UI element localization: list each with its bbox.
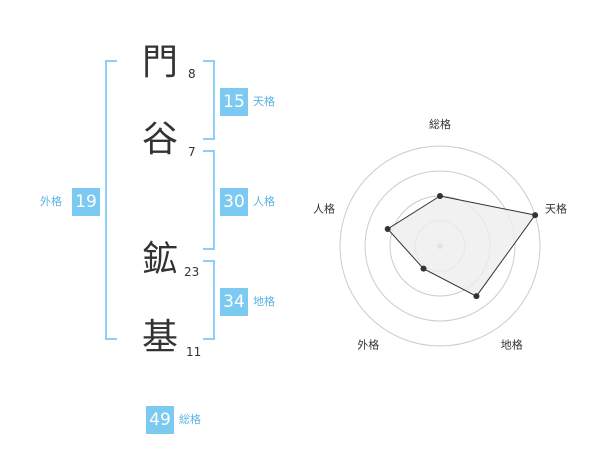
radar-axis-label-1: 総格	[429, 117, 451, 131]
jinkaku-value: 30	[220, 188, 248, 216]
radar-axis-label-2: 天格	[545, 201, 567, 215]
chikaku-label: 地格	[253, 295, 275, 308]
name-char-2: 谷	[141, 119, 178, 160]
name-char-3: 鉱	[141, 239, 178, 280]
radar-ring-4	[339, 145, 541, 347]
radar-axis-label-3: 地格	[501, 338, 523, 352]
soukaku-label: 総格	[179, 413, 201, 426]
radar-point-4	[420, 265, 427, 272]
gaikaku-label: 外格	[40, 195, 62, 208]
gaikaku-value: 19	[72, 188, 100, 216]
stroke-count-2: 7	[188, 145, 196, 159]
tenkaku-value: 15	[220, 88, 248, 116]
radar-ring-3	[364, 170, 516, 322]
radar-axis-label-4: 外格	[357, 338, 379, 352]
tenkaku-label: 天格	[253, 95, 275, 108]
radar-point-2	[532, 212, 539, 219]
radar-data-polygon	[386, 195, 536, 297]
chikaku-bracket	[203, 260, 215, 340]
soukaku-value: 49	[146, 406, 174, 434]
tenkaku-bracket	[203, 60, 215, 140]
radar-point-5	[384, 226, 391, 233]
stroke-count-4: 11	[186, 345, 202, 359]
name-char-4: 基	[141, 317, 178, 358]
chikaku-value: 34	[220, 288, 248, 316]
jinkaku-label: 人格	[253, 195, 275, 208]
radar-chart: 総格天格地格 外格 人格	[300, 110, 580, 370]
stroke-count-1: 8	[188, 67, 196, 81]
radar-axis-label-5: 人格	[313, 201, 335, 215]
gaikaku-bracket	[105, 60, 117, 340]
name-char-1: 門	[141, 42, 178, 83]
radar-point-1	[437, 193, 443, 199]
jinkaku-bracket	[203, 150, 215, 250]
radar-point-3	[473, 293, 480, 300]
stroke-count-3: 23	[184, 265, 200, 279]
